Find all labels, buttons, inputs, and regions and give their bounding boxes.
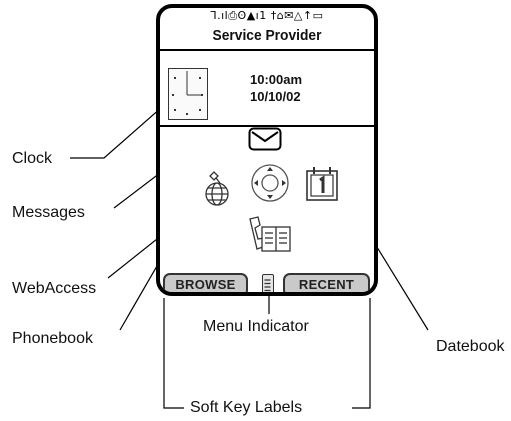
time-value: 10:00am [250, 72, 303, 87]
status-bar: ⅂.ıl⎙ʘ▲ı1 †⌂✉△↑▭ [210, 9, 324, 22]
phonebook-icon[interactable] [244, 215, 292, 255]
time-display: 10:00am 10/10/02 [250, 71, 302, 105]
clock-icon [168, 68, 208, 120]
envelope-icon[interactable] [248, 127, 282, 151]
softkey-right-button[interactable]: RECENT [283, 273, 370, 292]
callout-soft-key-labels: Soft Key Labels [190, 399, 303, 416]
menu-indicator-icon[interactable] [262, 274, 274, 292]
callout-clock: Clock [12, 150, 53, 167]
softkey-left-button[interactable]: BROWSE [163, 273, 248, 292]
callout-datebook: Datebook [436, 338, 505, 355]
divider-top [160, 49, 374, 51]
callout-messages: Messages [12, 204, 85, 221]
callout-phonebook: Phonebook [12, 330, 93, 347]
calendar-icon[interactable] [305, 166, 339, 202]
nav-pad-icon[interactable] [250, 163, 290, 203]
leader-softkeys-right [352, 298, 371, 409]
divider-bottom [160, 125, 374, 127]
callout-menu-indicator: Menu Indicator [203, 318, 309, 335]
callout-webaccess: WebAccess [12, 280, 97, 297]
leader-clock [70, 99, 171, 159]
leader-softkeys [163, 298, 184, 409]
date-value: 10/10/02 [250, 89, 301, 104]
service-provider-label: Service Provider [212, 27, 322, 44]
phone-screen: ⅂.ıl⎙ʘ▲ı1 †⌂✉△↑▭ Service Provider 10:00a… [156, 4, 378, 296]
globe-icon[interactable] [200, 170, 234, 208]
